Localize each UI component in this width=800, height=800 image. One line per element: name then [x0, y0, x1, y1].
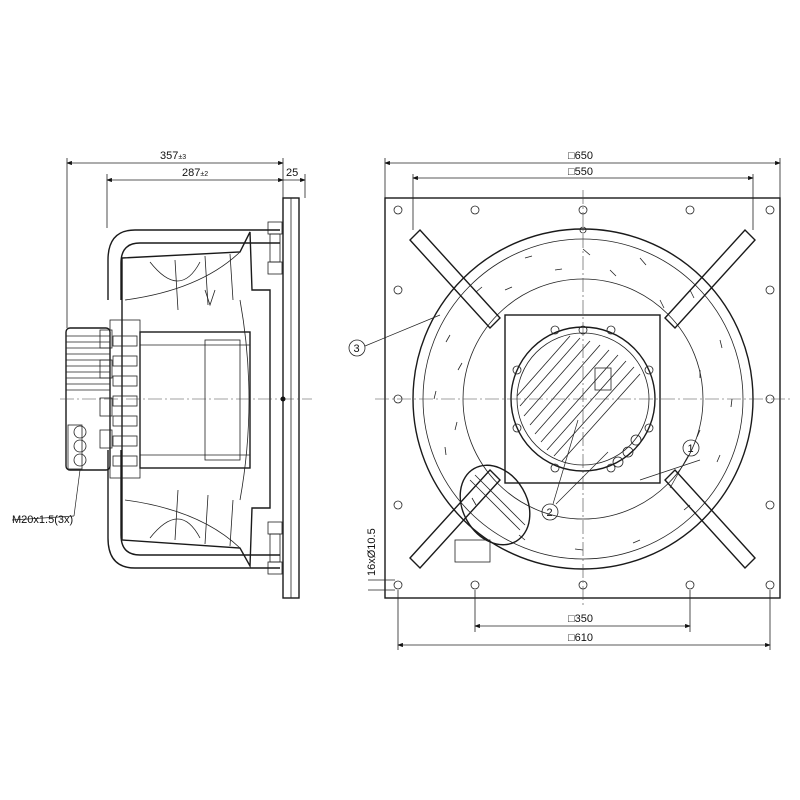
- support-tube-top: [107, 229, 280, 300]
- dim-overall-length: 357±3: [160, 150, 186, 162]
- dim-spacing-550: □550: [568, 166, 593, 178]
- front-cable-glands: [612, 434, 642, 468]
- rating-label: [454, 539, 491, 563]
- cable-gland-icons: [67, 424, 87, 470]
- inspection-window: [459, 464, 531, 546]
- dim-spacing-350: □350: [568, 613, 593, 625]
- dim-flange-thickness: 25: [286, 167, 298, 179]
- impeller-outline: [121, 231, 271, 569]
- front-view: □650 □550: [348, 150, 790, 650]
- motor-mount-square: [504, 314, 661, 484]
- callout-3-label: 3: [354, 343, 360, 355]
- callout-1-label: 1: [688, 443, 694, 455]
- callout-2: [541, 503, 559, 521]
- motor-label-plate: [594, 367, 612, 391]
- support-struts: [409, 228, 756, 570]
- support-tube-bottom: [107, 450, 280, 569]
- motor-body: [139, 331, 251, 469]
- callout-3: [348, 339, 366, 357]
- motor-screws: [512, 325, 654, 473]
- motor-cooling-fins: [516, 335, 641, 462]
- impeller-blades: [433, 248, 733, 551]
- side-view: 357±3 287±2 25: [11, 150, 312, 599]
- callout-2-label: 2: [547, 507, 553, 519]
- dim-plate-650: □650: [568, 150, 593, 162]
- dim-spacing-610: □610: [568, 632, 593, 644]
- mounting-plate: [384, 197, 781, 599]
- mounting-hole-spec: 16xØ10.5: [366, 528, 378, 576]
- callout-1: [682, 439, 700, 457]
- cable-gland-label: M20x1.5(3x): [12, 514, 73, 526]
- dim-body-length: 287±2: [182, 167, 208, 179]
